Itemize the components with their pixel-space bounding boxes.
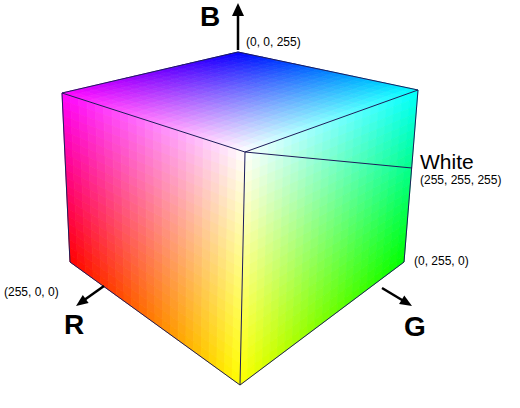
arrowheads: [76, 3, 412, 306]
cube-outer-edge: [62, 90, 418, 385]
cube-shading-cell: [116, 287, 124, 301]
axis-name: R: [64, 310, 84, 341]
axis-name: G: [404, 312, 426, 343]
axes: [80, 14, 407, 303]
cube-shading-cell: [85, 265, 93, 279]
coordinate-label: (0, 0, 255): [246, 36, 301, 49]
cube-shading-cell: [352, 287, 360, 301]
cube-shading-cell: [300, 325, 308, 340]
cube-shading-cell: [93, 271, 101, 285]
cube-shading-cell: [285, 336, 293, 351]
cube-shading-cell: [132, 298, 140, 312]
cube-shading-cell: [322, 309, 330, 324]
cube-shading-cell: [77, 260, 85, 273]
cube-shading-cell: [367, 276, 375, 290]
cube-shading-cell: [359, 282, 367, 296]
corner-name: White: [420, 150, 474, 173]
cube-shading-cell: [292, 331, 300, 346]
coordinate-label: (255, 0, 0): [4, 286, 59, 299]
b-axis: [237, 14, 240, 50]
cube-faces: [62, 52, 418, 385]
cube-shading-cell: [397, 254, 405, 267]
cube-front-edge: [240, 152, 245, 385]
leader-line: [245, 152, 412, 168]
cube-shading-cell: [70, 254, 78, 267]
cube-shading-cell: [108, 282, 116, 296]
cube-shading-cell: [147, 309, 155, 324]
g-arrowhead: [399, 296, 412, 307]
cube-shading-cell: [139, 303, 147, 317]
coordinate-label: (255, 255, 255): [420, 174, 501, 187]
cube-shading-cell: [329, 303, 337, 318]
axis-name: B: [200, 2, 220, 33]
cube-shading-cell: [374, 271, 382, 285]
cube-top-edge: [62, 52, 418, 152]
cube-shading-cell: [344, 292, 352, 306]
r-arrowhead: [76, 295, 89, 306]
cube-shading-cell: [307, 320, 315, 335]
cube-shading-cell: [315, 314, 323, 329]
coordinate-label: (0, 255, 0): [414, 255, 469, 268]
cube-shading-cell: [337, 298, 345, 312]
cube-edges: [62, 52, 418, 385]
cube-shading-cell: [389, 260, 397, 274]
cube-shading-cell: [124, 293, 132, 307]
b-arrowhead: [232, 3, 244, 16]
cube-shading-cell: [382, 265, 390, 279]
